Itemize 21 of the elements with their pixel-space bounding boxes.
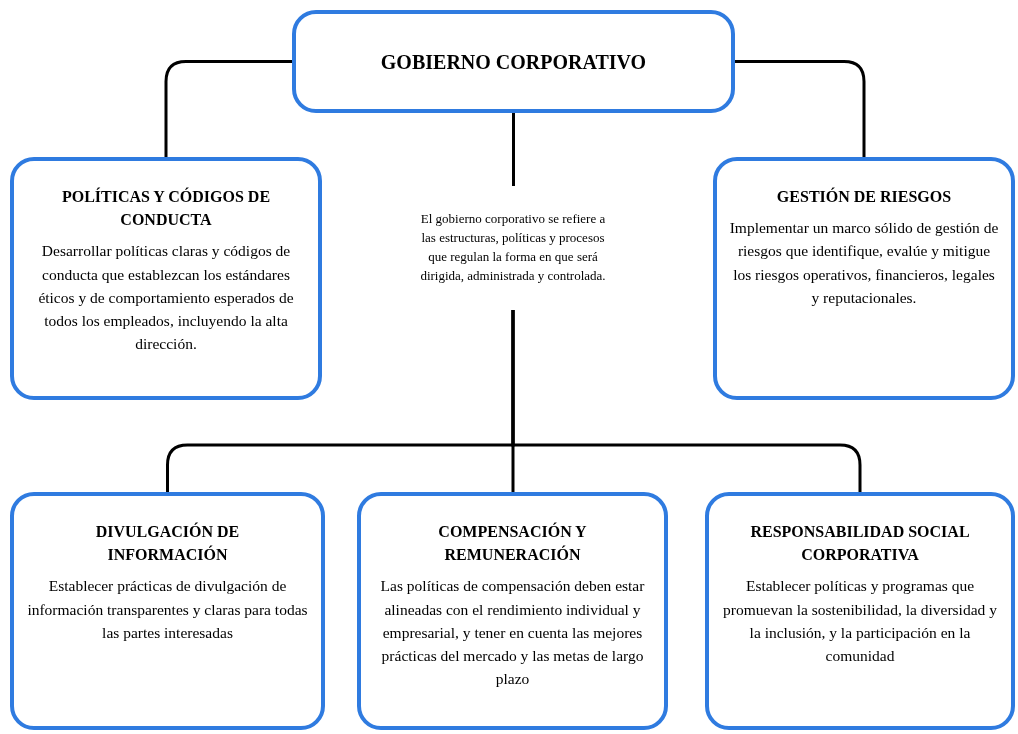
box-heading: DIVULGACIÓN DE INFORMACIÓN <box>94 521 241 566</box>
process-box <box>10 492 325 730</box>
connector-line <box>735 60 866 157</box>
box-description: Desarrollar políticas claras y códigos de conducta que establezcan los estándares éticos y de comportamiento esperados de todos los empleados, incluyendo la alta dirección. <box>37 241 295 355</box>
process-box <box>357 492 668 730</box>
box-heading: GOBIERNO CORPORATIVO <box>379 49 648 75</box>
box-heading: GESTIÓN DE RIESGOS <box>775 186 953 207</box>
process-box <box>705 492 1015 730</box>
box-heading: RESPONSABILIDAD SOCIAL CORPORATIVA <box>749 522 971 566</box>
box-description: Implementar un marco sólido de gestión de riesgos que identifique, evalúe y mitigue los riesgos operativos, financieros, legales y reputacionales. <box>729 218 999 308</box>
connector-line <box>164 60 292 157</box>
box-description: Establecer políticas y programas que promuevan la sostenibilidad, la diversidad y la inclusión, y la participación en la comunidad <box>722 576 998 667</box>
connector-line <box>511 310 862 492</box>
process-box <box>10 157 322 400</box>
box-description: Establecer prácticas de divulgación de información transparentes y claras para todas las partes interesadas <box>26 576 309 643</box>
connector-line <box>512 113 515 186</box>
process-box <box>713 157 1015 400</box>
box-heading: COMPENSACIÓN Y REMUNERACIÓN <box>437 521 588 566</box>
box-description: Las políticas de compensación deben estar alineadas con el rendimiento individual y empresarial, y tener en cuenta las mejores prácticas del mercado y las metas de largo plazo <box>379 576 646 690</box>
box-heading: POLÍTICAS Y CÓDIGOS DE CONDUCTA <box>60 186 272 231</box>
title-box <box>292 10 735 113</box>
